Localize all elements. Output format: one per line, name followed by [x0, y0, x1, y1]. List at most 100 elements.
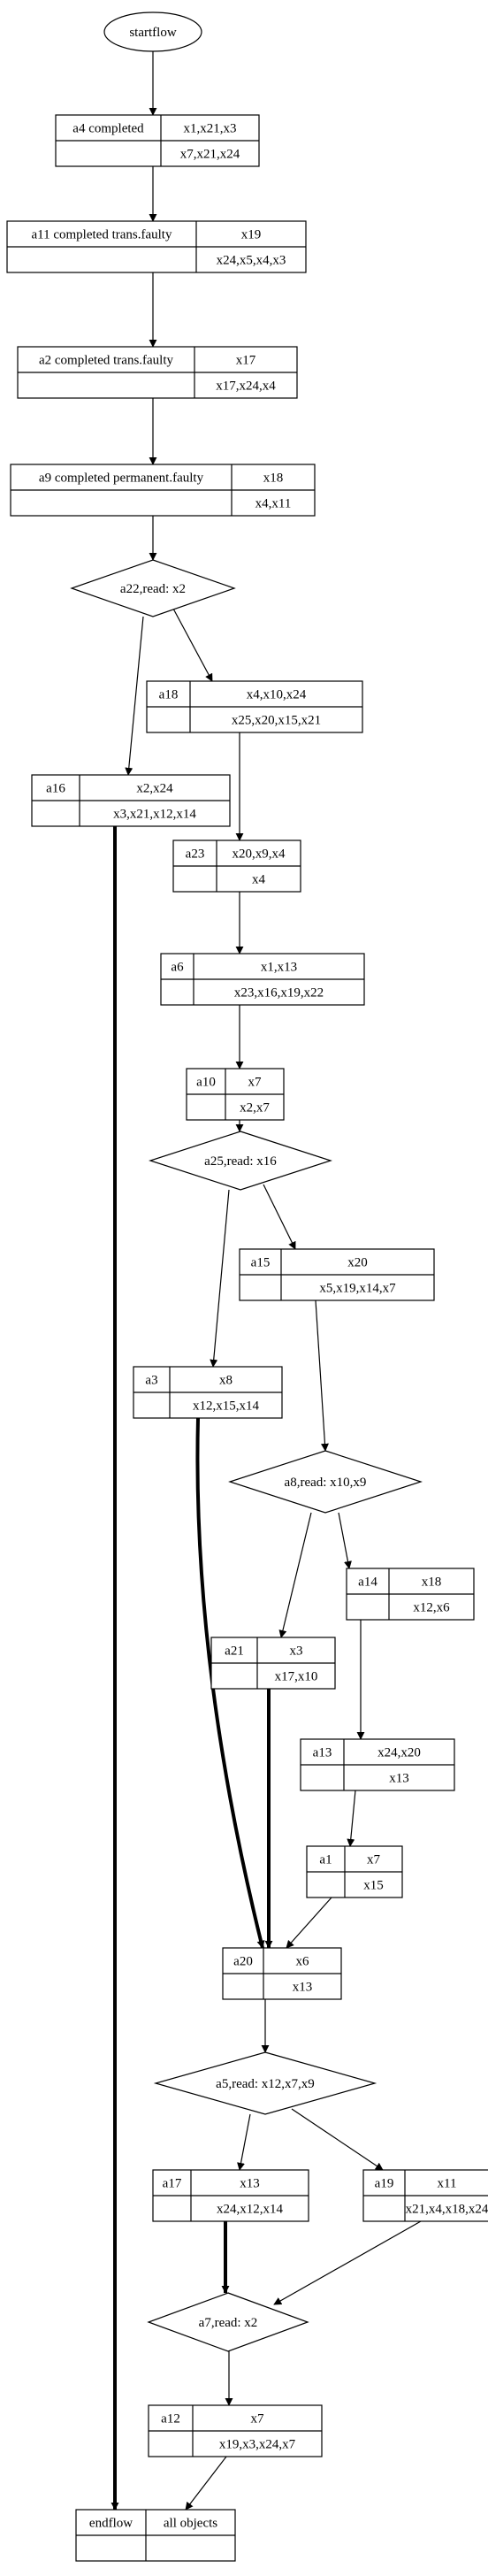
node-a15: a15 x20 x5,x19,x14,x7 — [239, 1248, 435, 1301]
node-a12-reads: x19,x3,x24,x7 — [219, 2438, 296, 2452]
node-a10-label: a10 — [196, 1076, 216, 1090]
decision-a8: a8,read: x10,x9 — [228, 1450, 423, 1514]
node-a21-reads: x17,x10 — [275, 1670, 318, 1684]
start-label: startflow — [129, 26, 176, 40]
decision-a25-label: a25,read: x16 — [204, 1154, 277, 1169]
node-a13-writes: x24,x20 — [377, 1746, 421, 1760]
node-a23-writes: x20,x9,x4 — [233, 847, 286, 862]
node-a6-reads: x23,x16,x19,x22 — [234, 986, 324, 1000]
decision-a5: a5,read: x12,x7,x9 — [153, 2051, 377, 2115]
edge-a8-to-a14 — [338, 1512, 352, 1569]
node-a16-reads: x3,x21,x12,x14 — [113, 808, 196, 822]
node-a23-label: a23 — [186, 847, 205, 862]
node-a1-label: a1 — [319, 1853, 332, 1867]
node-a1-reads: x15 — [363, 1879, 384, 1893]
node-a11-label: a11 completed trans.faulty — [32, 228, 172, 242]
node-a2-reads: x17,x24,x4 — [216, 380, 276, 394]
node-a14-writes: x18 — [422, 1576, 442, 1590]
node-a21: a21 x3 x17,x10 — [210, 1637, 336, 1690]
node-a4-reads: x7,x21,x24 — [180, 148, 240, 162]
edges — [111, 51, 422, 2511]
node-a4-writes: x1,x21,x3 — [184, 122, 237, 136]
node-a2-writes: x17 — [236, 354, 256, 368]
node-a1-writes: x7 — [367, 1853, 381, 1867]
node-a17-reads: x24,x12,x14 — [217, 2203, 284, 2217]
node-a18-label: a18 — [159, 688, 179, 702]
nodes: startflow a4 completed x1,x21,x3 x7,x21,x24… — [6, 12, 488, 2562]
node-a18-reads: x25,x20,x15,x21 — [232, 714, 321, 728]
decision-a25: a25,read: x16 — [149, 1131, 332, 1191]
edge-a25-to-a3 — [210, 1189, 230, 1368]
node-a2-label: a2 completed trans.faulty — [39, 354, 174, 368]
node-a12-writes: x7 — [251, 2412, 265, 2426]
node-a6: a6 x1,x13 x23,x16,x19,x22 — [160, 953, 365, 1006]
node-a4: a4 completed x1,x21,x3 x7,x21,x24 — [55, 114, 260, 167]
decision-a5-label: a5,read: x12,x7,x9 — [216, 2077, 315, 2091]
edge-a5-to-a19 — [291, 2108, 384, 2171]
node-a19-label: a19 — [375, 2177, 394, 2191]
edge-a22-to-a16 — [125, 616, 144, 776]
node-a23: a23 x20,x9,x4 x4 — [172, 840, 301, 893]
decision-a8-label: a8,read: x10,x9 — [285, 1476, 367, 1490]
node-a18: a18 x4,x10,x24 x25,x20,x15,x21 — [146, 680, 363, 733]
node-a1: a1 x7 x15 — [306, 1845, 403, 1898]
end-label: endflow — [89, 2517, 133, 2531]
edge-a13-to-a1 — [347, 1790, 356, 1847]
node-a20-label: a20 — [233, 1955, 253, 1969]
node-a19-reads: x21,x4,x18,x24 — [406, 2203, 488, 2217]
node-a13-label: a13 — [313, 1746, 332, 1760]
node-a20-reads: x13 — [293, 1981, 313, 1995]
node-a9: a9 completed permanent.faulty x18 x4,x11 — [10, 464, 316, 517]
node-a9-reads: x4,x11 — [255, 497, 292, 511]
edge-a19-to-a7 — [273, 2220, 422, 2305]
node-a21-label: a21 — [225, 1644, 244, 1659]
node-a19: a19 x11 x21,x4,x18,x24 — [362, 2169, 488, 2222]
node-a4-label: a4 completed — [72, 122, 144, 136]
decision-a7: a7,read: x2 — [147, 2292, 309, 2352]
node-a18-writes: x4,x10,x24 — [247, 688, 307, 702]
node-a3-reads: x12,x15,x14 — [193, 1399, 260, 1414]
node-a21-writes: x3 — [290, 1644, 303, 1659]
node-a12-label: a12 — [161, 2412, 180, 2426]
node-a17-label: a17 — [163, 2177, 182, 2191]
edge-a22-to-a18 — [172, 608, 213, 682]
node-a10-reads: x2,x7 — [240, 1101, 270, 1116]
node-a10-writes: x7 — [248, 1076, 263, 1090]
node-a10: a10 x7 x2,x7 — [186, 1068, 285, 1121]
node-a15-writes: x20 — [347, 1256, 368, 1270]
edge-a15-to-a8 — [315, 1300, 329, 1452]
node-a12: a12 x7 x19,x3,x24,x7 — [148, 2404, 323, 2457]
node-a19-writes: x11 — [438, 2177, 457, 2191]
node-a20-writes: x6 — [296, 1955, 310, 1969]
start-node: startflow — [103, 12, 202, 52]
decision-a22-label: a22,read: x2 — [120, 582, 186, 596]
node-a9-label: a9 completed permanent.faulty — [39, 472, 204, 486]
node-a6-writes: x1,x13 — [261, 961, 297, 975]
decision-a22: a22,read: x2 — [70, 559, 236, 617]
node-a14-reads: x12,x6 — [413, 1601, 450, 1615]
node-a9-writes: x18 — [263, 472, 284, 486]
node-a3-label: a3 — [145, 1374, 157, 1388]
edge-a25-to-a15 — [263, 1184, 296, 1250]
node-a6-label: a6 — [171, 961, 184, 975]
node-a3-writes: x8 — [219, 1374, 233, 1388]
node-a15-reads: x5,x19,x14,x7 — [319, 1282, 396, 1296]
node-a20: a20 x6 x13 — [222, 1947, 342, 2000]
edge-a12-to-end — [185, 2456, 227, 2511]
node-a3: a3 x8 x12,x15,x14 — [133, 1366, 283, 1419]
node-a16-label: a16 — [46, 782, 65, 796]
node-a11-reads: x24,x5,x4,x3 — [217, 254, 286, 268]
edge-a8-to-a21 — [278, 1512, 312, 1638]
node-a15-label: a15 — [251, 1256, 271, 1270]
node-a2: a2 completed trans.faulty x17 x17,x24,x4 — [17, 346, 298, 399]
edge-a5-to-a17 — [237, 2113, 251, 2171]
decision-a7-label: a7,read: x2 — [199, 2316, 258, 2330]
node-a23-reads: x4 — [252, 873, 266, 887]
